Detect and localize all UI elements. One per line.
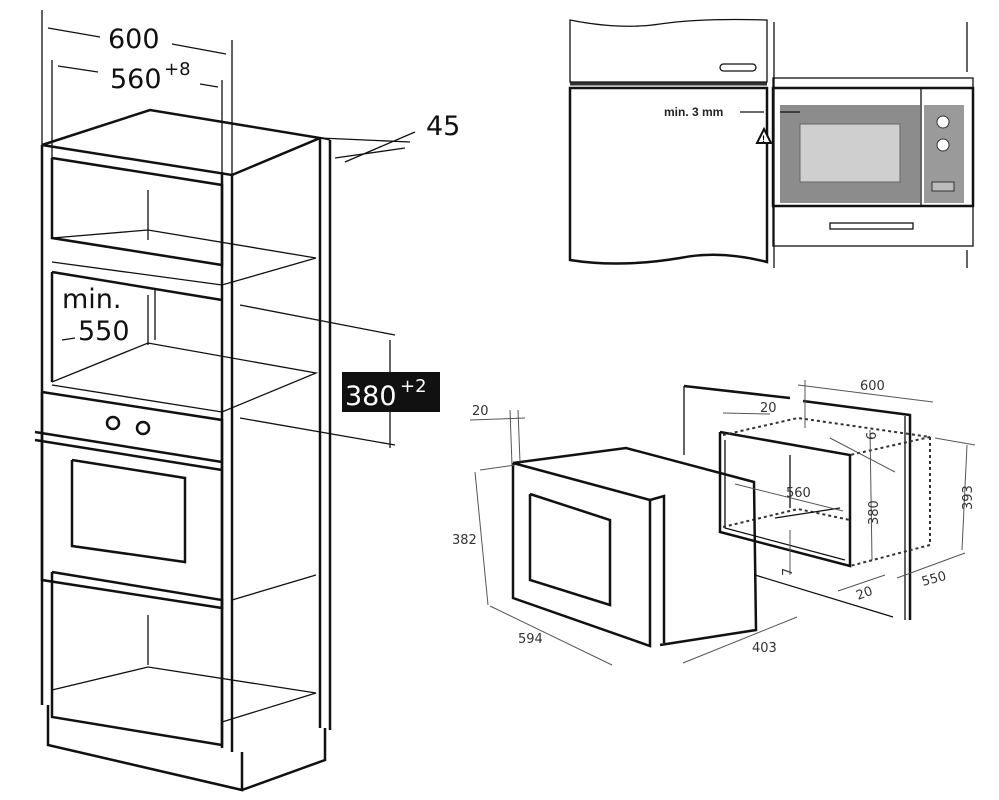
niche-height-badge [342, 372, 440, 412]
knob-icon [936, 115, 950, 129]
niche-height-label: 380 [345, 381, 397, 412]
niche-width-tolerance: +8 [164, 59, 191, 80]
niche-width-label: 560 [110, 64, 162, 95]
depth-offset-label: 45 [426, 111, 460, 142]
exclamation-glyph: ! [762, 134, 765, 144]
niche-outer-width-label: 600 [860, 379, 885, 394]
niche-height-label-mw: 380 [867, 500, 882, 525]
microwave-width-label: 594 [518, 632, 543, 647]
microwave-depth-label: 403 [752, 641, 777, 656]
outer-height-label: 393 [961, 485, 976, 510]
min-depth-label: 550 [78, 316, 130, 347]
knob-icon [936, 138, 950, 152]
gap-label: min. 3 mm [664, 105, 723, 119]
cabinet-width-label: 600 [108, 24, 160, 55]
niche-depth-label: 550 [920, 569, 948, 590]
tall-cabinet-drawing [34, 10, 440, 792]
frame-offset-bottom-label: 20 [854, 584, 875, 604]
min-depth-prefix: min. [62, 284, 122, 315]
gap-diagram-drawing: ! [568, 18, 975, 268]
top-gap-label: 6 [865, 432, 880, 440]
oven-knob-icon [105, 415, 121, 431]
oven-knob-icon [135, 420, 151, 436]
microwave-niche-drawing [469, 380, 976, 666]
microwave-height-label: 382 [452, 533, 477, 548]
niche-width-label-mw: 560 [786, 486, 811, 501]
bottom-gap-label: 7 [781, 568, 796, 576]
frame-offset-inner-label: 20 [760, 401, 777, 416]
warning-triangle-icon [755, 126, 773, 144]
niche-height-tolerance: +2 [400, 376, 427, 397]
frame-offset-left-label: 20 [472, 404, 489, 419]
